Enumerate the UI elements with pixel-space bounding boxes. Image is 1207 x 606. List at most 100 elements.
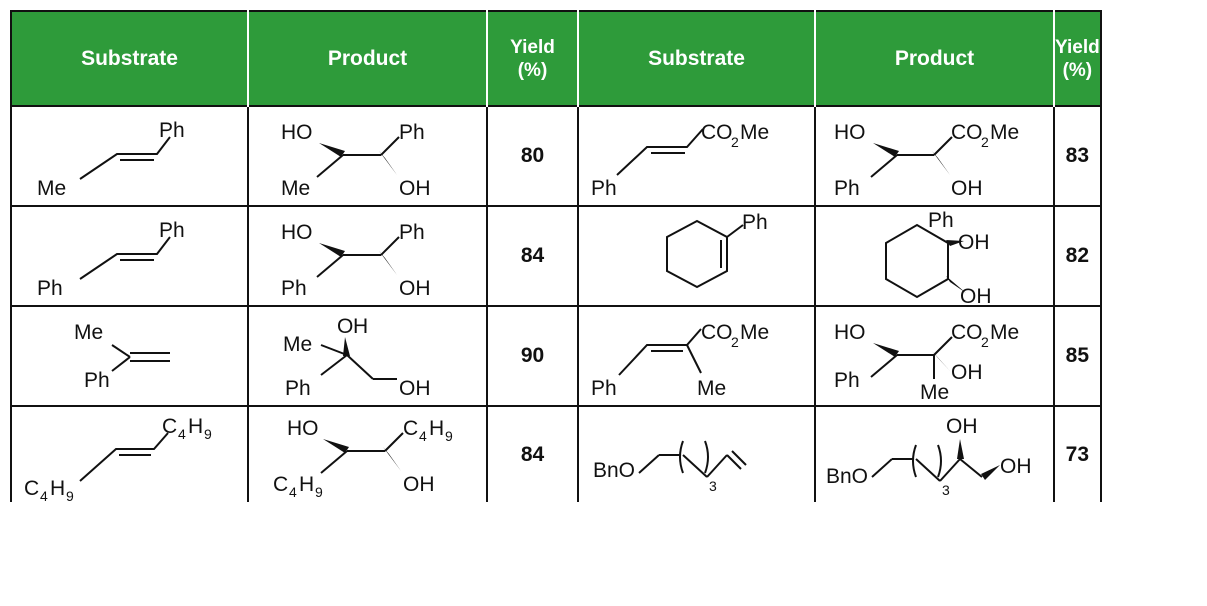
structure-label: H — [353, 315, 368, 338]
table-row: Ph Me HO Me Ph OH 80 CO 2 — [10, 105, 1102, 207]
header-substrate-2: Substrate — [577, 10, 816, 106]
structure-label: Ph — [399, 221, 425, 244]
yield-cell: 90 — [486, 305, 579, 407]
structure-methyl-cinnamate: CO 2 Me Ph — [591, 121, 769, 200]
structure-alpha-methylstyrene: Me Ph — [74, 321, 170, 392]
header-yield-unit: (%) — [517, 59, 548, 81]
table-row: Ph Ph HO Ph Ph OH 84 Ph — [10, 205, 1102, 307]
structure-label: CO — [701, 321, 733, 344]
table-row: Me Ph Me O H Ph OH 90 — [10, 305, 1102, 407]
structure-label: O — [337, 315, 353, 338]
structure-phenylcyclohexene: Ph — [666, 211, 768, 289]
structure-label: Me — [990, 321, 1019, 344]
structure-hydrobenzoin: HO Ph Ph OH — [281, 221, 431, 300]
structure-label: 9 — [66, 488, 74, 502]
header-yield-label: Yield — [510, 36, 555, 58]
product-cell: Ph OH OH — [814, 205, 1055, 307]
structure-label: Ph — [742, 211, 768, 234]
structure-label: OH — [399, 377, 431, 400]
structure-label: OH — [958, 231, 990, 254]
structure-label: C — [162, 415, 177, 438]
structure-cyclohexane-diol: Ph OH OH — [885, 209, 992, 305]
structure-label: HO — [834, 121, 866, 144]
structure-benzyloxy-diol: BnO OH 3 OH — [826, 415, 1032, 498]
structure-label: OH — [403, 473, 435, 496]
structure-label: CO — [951, 121, 983, 144]
structure-label: OH — [951, 177, 983, 200]
structure-dec-5-ene: C 4 H 9 C 4 H 9 — [24, 415, 212, 502]
yield-cell: 73 — [1053, 405, 1102, 502]
structure-label: BnO — [593, 459, 635, 482]
substrate-cell: BnO 3 — [577, 405, 816, 502]
structure-label: 2 — [731, 134, 739, 150]
structure-label: Ph — [84, 369, 110, 392]
header-substrate: Substrate — [10, 10, 249, 106]
structure-label: HO — [834, 321, 866, 344]
structure-label: Ph — [399, 121, 425, 144]
structure-label: 4 — [40, 488, 48, 502]
structure-label: Ph — [834, 177, 860, 200]
structure-label: H — [299, 473, 314, 496]
product-cell: HO Me Ph OH — [247, 105, 488, 207]
product-cell: HO Ph CO 2 Me OH — [814, 105, 1055, 207]
substrate-cell: Me Ph — [10, 305, 249, 407]
table-row: C 4 H 9 C 4 H 9 HO C 4 H 9 — [10, 405, 1102, 502]
structure-label: Ph — [928, 209, 954, 232]
header-yield-2: Yield(%) — [1053, 10, 1102, 106]
product-cell: HO Ph CO 2 Me OH Me — [814, 305, 1055, 407]
structure-label: Me — [740, 121, 769, 144]
structure-trans-methylstyrene: Ph Me — [37, 119, 185, 200]
yield-cell: 80 — [486, 105, 579, 207]
structure-label: OH — [1000, 455, 1032, 478]
structure-label: CO — [701, 121, 733, 144]
structure-label: OH — [960, 285, 992, 305]
structure-label: C — [403, 417, 418, 440]
structure-label: 4 — [419, 428, 427, 444]
structure-label: Me — [740, 321, 769, 344]
substrate-cell: CO 2 Me Ph — [577, 105, 816, 207]
yield-cell: 84 — [486, 205, 579, 307]
product-cell: HO C 4 H 9 C 4 H 9 OH — [247, 405, 488, 502]
product-cell: BnO OH 3 OH — [814, 405, 1055, 502]
substrate-cell: Ph Me — [10, 105, 249, 207]
structure-diol-methyl-phenyl: HO Me Ph OH — [281, 121, 431, 200]
yield-cell: 85 — [1053, 305, 1102, 407]
structure-label: Ph — [591, 377, 617, 400]
structure-decane-diol: HO C 4 H 9 C 4 H 9 OH — [273, 417, 453, 500]
header-yield-unit-2: (%) — [1062, 59, 1093, 81]
structure-label: OH — [946, 415, 978, 438]
structure-benzyloxy-alkene: BnO 3 — [593, 440, 747, 494]
structure-label: 2 — [981, 334, 989, 350]
yield-cell: 83 — [1053, 105, 1102, 207]
substrate-cell: CO 2 Me Ph Me — [577, 305, 816, 407]
structure-label: OH — [399, 277, 431, 300]
structure-label: Ph — [37, 277, 63, 300]
structure-label: C — [24, 477, 39, 500]
structure-trans-stilbene: Ph Ph — [37, 219, 185, 300]
structure-label: 3 — [709, 478, 717, 494]
structure-label: Me — [697, 377, 726, 400]
structure-label: 9 — [315, 484, 323, 500]
header-product: Product — [247, 10, 488, 106]
substrate-product-table: Substrate Product Yield(%) Substrate Pro… — [10, 10, 1102, 502]
structure-label: HO — [281, 121, 313, 144]
yield-cell: 82 — [1053, 205, 1102, 307]
substrate-cell: Ph Ph — [10, 205, 249, 307]
structure-label: Me — [283, 333, 312, 356]
structure-label: Me — [74, 321, 103, 344]
substrate-cell: Ph — [577, 205, 816, 307]
product-cell: Me O H Ph OH — [247, 305, 488, 407]
header-row: Substrate Product Yield(%) Substrate Pro… — [10, 10, 1102, 106]
structure-label: Ph — [159, 219, 185, 242]
structure-label: C — [273, 473, 288, 496]
structure-methyl-methylcinnamate: CO 2 Me Ph Me — [591, 321, 769, 400]
structure-label: H — [188, 415, 203, 438]
structure-label: 2 — [981, 134, 989, 150]
structure-label: Ph — [591, 177, 617, 200]
structure-label: Ph — [834, 369, 860, 392]
structure-label: Me — [990, 121, 1019, 144]
structure-diol-ester-phenyl: HO Ph CO 2 Me OH — [834, 121, 1019, 200]
header-yield-label-2: Yield — [1055, 36, 1100, 58]
structure-label: H — [429, 417, 444, 440]
structure-label: Ph — [285, 377, 311, 400]
